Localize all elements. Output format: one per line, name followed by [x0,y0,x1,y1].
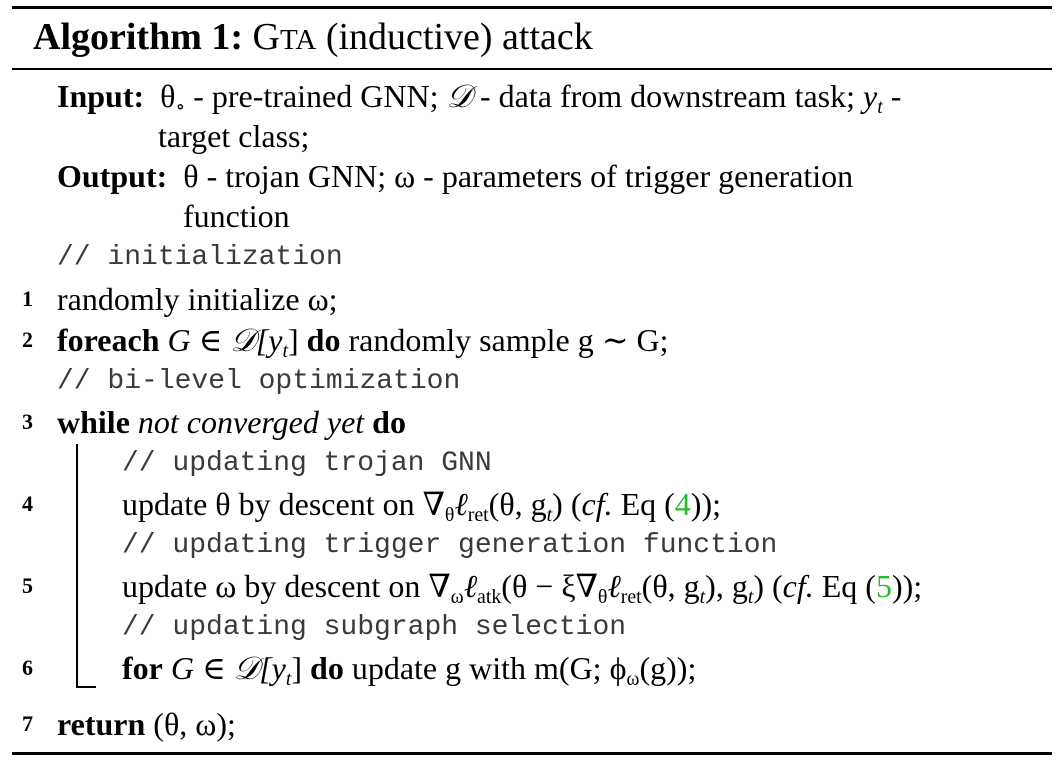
comment-trigger: // updating trigger generation function [122,530,778,561]
loop-bracket-foot [76,686,96,688]
input-continuation: target class; [158,118,310,154]
comment-subgraph: // updating subgraph selection [122,612,627,643]
line-number: 4 [22,491,33,516]
output-label: Output: [57,158,168,194]
algorithm-line-2: foreach G ∈ 𝒟[yt] do randomly sample g ∼… [57,322,669,362]
comment-initialization: // initialization [57,242,343,273]
algorithm-name-cap: G [252,16,280,58]
output-continuation: function [183,198,290,234]
algorithm-line-5: update ω by descent on ∇ωℓatk(θ − ξ∇θℓre… [122,568,923,608]
top-rule [12,6,1052,9]
line-number: 6 [22,655,33,680]
line-number: 2 [22,327,33,352]
equation-ref-link[interactable]: 5 [875,568,892,604]
algorithm-title-rest: (inductive) attack [325,16,593,58]
input-label: Input: [57,78,145,114]
line-number: 5 [22,573,33,598]
algorithm-line-6: for G ∈ 𝒟[yt] do update g with m(G; ϕω(g… [122,650,697,690]
equation-ref-link[interactable]: 4 [674,486,691,522]
line-number: 3 [22,409,33,434]
loop-bracket [76,444,78,688]
algorithm-line-3: while not converged yet do [57,404,406,440]
algorithm-title: Algorithm 1: GTA (inductive) attack [33,10,593,67]
comment-bilevel: // bi-level optimization [57,366,461,397]
algorithm-name-rest: TA [279,24,317,56]
output-line: Output: θ - trojan GNN; ω - parameters o… [57,158,854,194]
algorithm-line-1: randomly initialize ω; [57,281,338,317]
algorithm-label: Algorithm 1: [33,16,244,58]
line-number: 7 [22,711,33,736]
line-number: 1 [22,286,33,311]
bottom-rule [12,752,1052,755]
title-rule [12,68,1052,70]
algorithm-line-4: update θ by descent on ∇θℓret(θ, gt) (cf… [122,486,721,526]
input-line: Input: θ∘ - pre-trained GNN; 𝒟 - data fr… [57,78,902,118]
algorithm-line-7: return (θ, ω); [57,706,236,742]
comment-trojan-gnn: // updating trojan GNN [122,448,492,479]
